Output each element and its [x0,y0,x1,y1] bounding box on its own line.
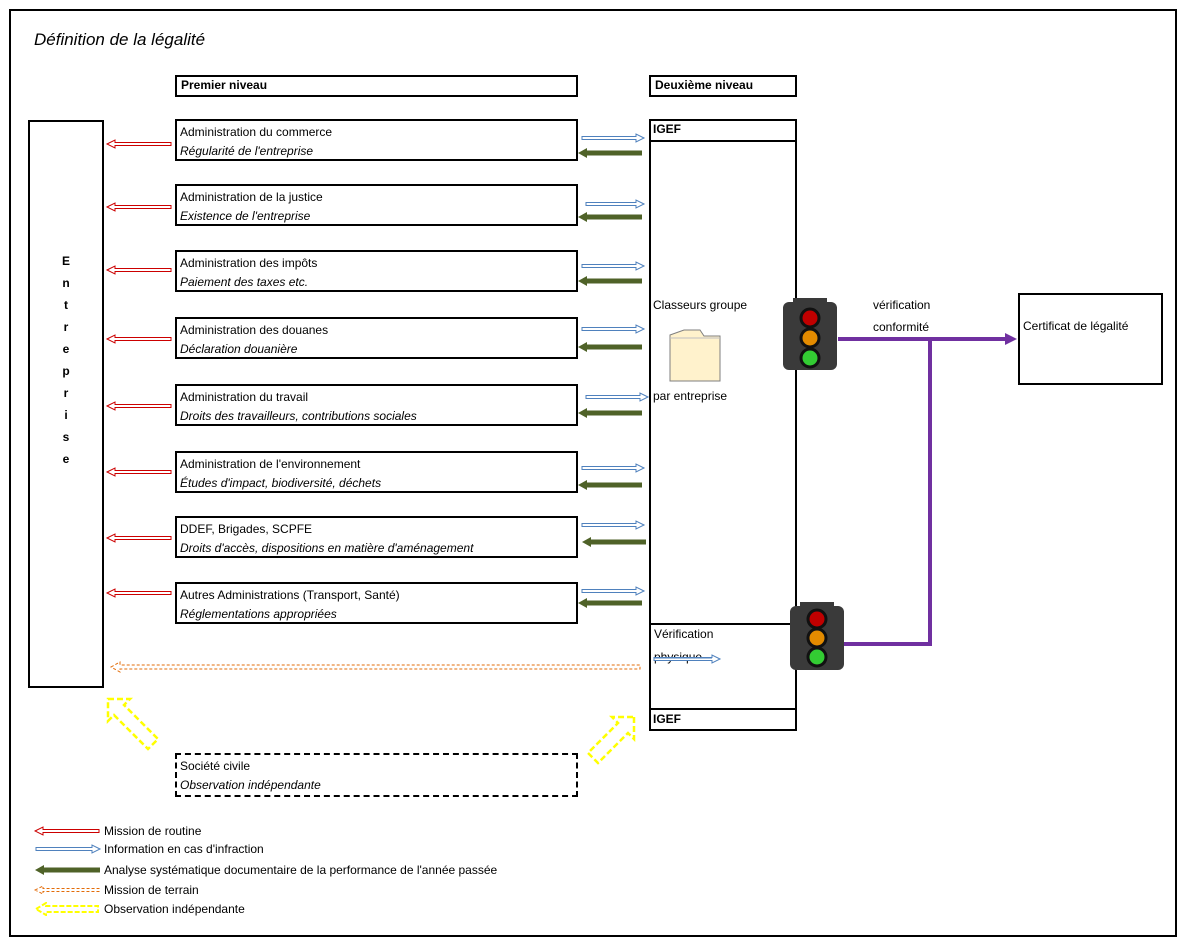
societe-name: Société civile [180,759,251,773]
conformite-label: conformité [873,320,930,334]
header-deuxieme-niveau: Deuxième niveau [649,75,797,97]
legend-routine: Mission de routine [34,822,201,840]
admin-box-impots: Administration des impôts Paiement des t… [175,250,578,292]
entreprise-letter: E [61,254,70,268]
level2-column [649,119,797,731]
certificat-box: Certificat de légalité [1018,293,1163,385]
igef-bottom-label: IGEF [653,712,682,726]
legend-information: Information en cas d'infraction [34,840,264,858]
admin-box-douanes: Administration des douanes Déclaration d… [175,317,578,359]
divider [649,708,797,710]
certificat-label: Certificat de légalité [1023,319,1129,333]
par-entreprise-label: par entreprise [653,389,728,403]
admin-name: Administration du travail [180,390,309,404]
admin-box-justice: Administration de la justice Existence d… [175,184,578,226]
entreprise-letter: e [62,452,70,466]
admin-role: Études d'impact, biodiversité, déchets [180,476,382,490]
observation-arrow-right [586,715,636,765]
observation-arrow-icon [34,902,99,916]
legend-label: Mission de routine [104,824,202,838]
entreprise-letter: r [63,386,69,400]
entreprise-letter: r [63,320,69,334]
routine-arrows [105,139,172,598]
legend-observation: Observation indépendante [34,900,245,918]
information-arrow-icon [35,844,102,854]
admin-role: Droits des travailleurs, contributions s… [180,409,417,423]
divider [649,623,797,625]
verification-physique-label: Vérification [654,627,714,641]
entreprise-letter: p [62,364,70,378]
legend-label: Observation indépendante [104,902,245,916]
legend-label: Analyse systématique documentaire de la … [104,863,498,877]
entreprise-letter: t [64,298,68,312]
admin-role: Paiement des taxes etc. [180,275,309,289]
observation-arrow-left [106,697,160,751]
legend-label: Information en cas d'infraction [104,842,264,856]
admin-role: Régularité de l'entreprise [180,144,314,158]
societe-civile-box: Société civile Observation indépendante [175,753,578,797]
admin-role: Réglementations appropriées [180,607,337,621]
entreprise-box: E n t r e p r i s e [28,120,104,688]
admin-name: Administration du commerce [180,125,333,139]
terrain-arrow [109,661,641,673]
analyse-arrows [578,148,646,608]
legend-analyse: Analyse systématique documentaire de la … [34,861,497,879]
entreprise-letter: s [62,430,70,444]
igef-top-label: IGEF [653,122,682,136]
admin-box-commerce: Administration du commerce Régularité de… [175,119,578,161]
classeurs-label: Classeurs groupe [653,298,748,312]
divider [649,140,797,142]
analyse-arrow-icon [35,865,100,875]
admin-name: DDEF, Brigades, SCPFE [180,522,313,536]
entreprise-letter: i [64,408,68,422]
admin-box-autres: Autres Administrations (Transport, Santé… [175,582,578,624]
admin-role: Déclaration douanière [180,342,298,356]
diagram-frame [9,9,1177,937]
purple-connectors [838,333,1017,646]
folder-icon [669,329,721,382]
admin-name: Administration des douanes [180,323,329,337]
traffic-light-icon [783,298,837,370]
legend-label: Mission de terrain [104,883,199,897]
admin-name: Administration de la justice [180,190,323,204]
admin-role: Droits d'accès, dispositions en matière … [180,541,474,555]
societe-role: Observation indépendante [180,778,321,792]
traffic-light-icon [790,602,844,670]
terrain-arrow-icon [34,885,100,895]
admin-box-travail: Administration du travail Droits des tra… [175,384,578,426]
verification-label: vérification [873,298,931,312]
admin-name: Autres Administrations (Transport, Santé… [180,588,400,602]
entreprise-letter: e [62,342,70,356]
legend-terrain: Mission de terrain [34,881,199,899]
information-arrows [581,133,722,664]
admin-role: Existence de l'entreprise [180,209,311,223]
routine-arrow-icon [34,826,100,836]
admin-box-ddef: DDEF, Brigades, SCPFE Droits d'accès, di… [175,516,578,558]
header-premier-niveau: Premier niveau [175,75,578,97]
entreprise-letter: n [62,276,70,290]
admin-name: Administration des impôts [180,256,318,270]
diagram-title: Définition de la légalité [34,30,206,49]
admin-box-environnement: Administration de l'environnement Études… [175,451,578,493]
admin-name: Administration de l'environnement [180,457,361,471]
